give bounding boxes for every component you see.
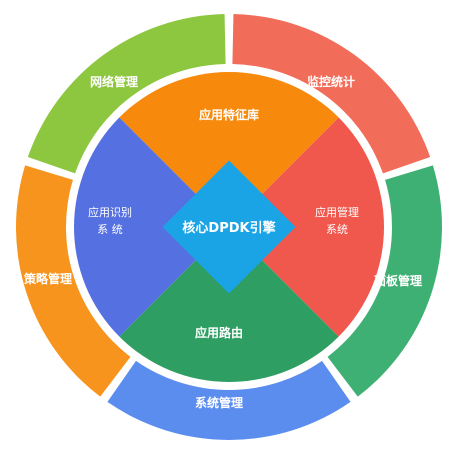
inner-label-feature-lib: 应用特征库 <box>199 107 259 122</box>
outer-label-monitor: 监控统计 <box>307 74 355 89</box>
outer-segment-policy[interactable] <box>16 165 131 397</box>
outer-ring <box>16 14 442 440</box>
inner-label-app-identify-line2: 系 统 <box>97 223 123 236</box>
center-label: 核心DPDK引擎 <box>182 220 275 236</box>
inner-segment-app-identify[interactable] <box>0 0 229 454</box>
outer-segment-monitor[interactable] <box>232 14 431 174</box>
inner-label-app-identify-line1: 应用识别 <box>88 205 132 219</box>
inner-segment-app-route[interactable] <box>0 227 459 454</box>
outer-segment-panel[interactable] <box>327 165 442 397</box>
outer-label-policy: 策略管理 <box>24 271 72 286</box>
outer-label-network: 网络管理 <box>90 74 138 89</box>
center-engine-diamond[interactable] <box>162 160 296 294</box>
inner-segment-app-mgmt[interactable] <box>229 0 459 454</box>
inner-segment-feature-lib[interactable] <box>0 0 459 227</box>
inner-label-app-mgmt-line1: 应用管理 <box>315 205 359 219</box>
inner-label-app-route: 应用路由 <box>195 325 243 340</box>
outer-label-system: 系统管理 <box>195 395 243 410</box>
outer-segment-network[interactable] <box>27 14 226 174</box>
outer-segment-system[interactable] <box>107 360 351 440</box>
inner-label-app-mgmt-line2: 系统 <box>326 223 348 236</box>
outer-label-panel: 面板管理 <box>374 273 422 288</box>
